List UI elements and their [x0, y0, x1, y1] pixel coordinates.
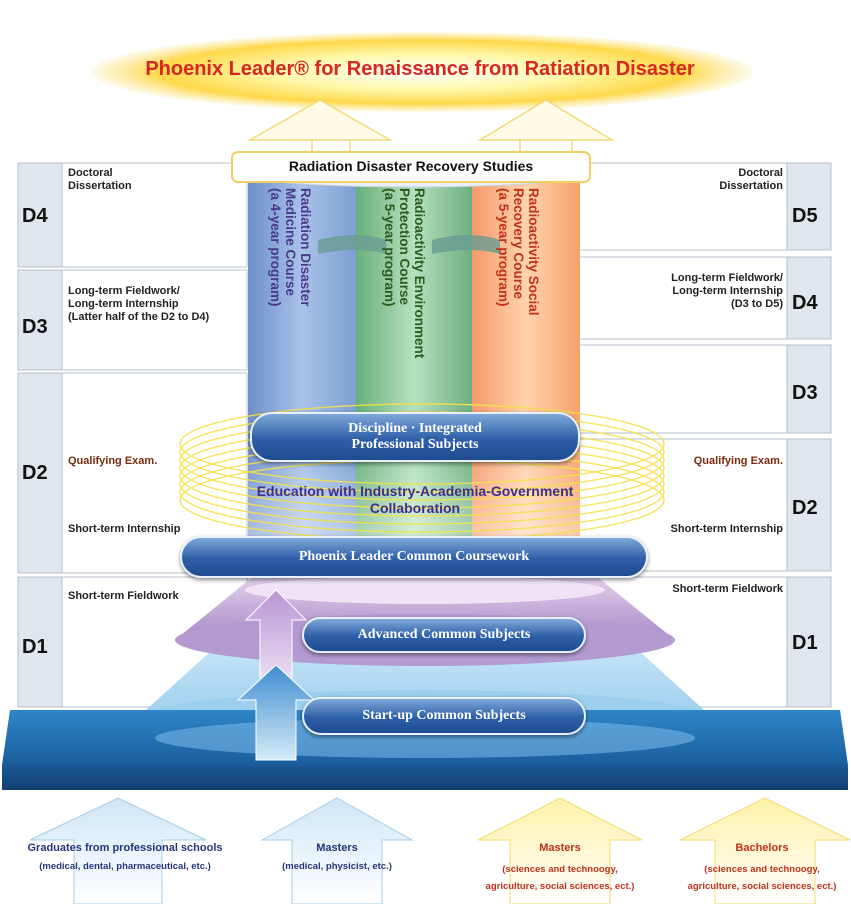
right-fieldwork: Long-term Fieldwork/ Long-term Internshi…: [671, 272, 783, 310]
column-header: Radiation Disaster Recovery Studies: [288, 158, 534, 174]
left-qualifying: Qualifying Exam.: [68, 455, 158, 467]
entrant-arrows: [29, 797, 851, 904]
right-level-d2: D2: [792, 497, 818, 519]
collaboration-label: Education with Industry-Academia-Governm…: [256, 483, 574, 516]
page-title: Phoenix Leader® for Renaissance from Rat…: [145, 58, 695, 80]
left-fieldwork: Long-term Fieldwork/ Long-term Internshi…: [68, 285, 210, 323]
common-coursework-pill: Phoenix Leader Common Coursework: [180, 536, 648, 578]
entrant-title: Masters: [539, 842, 581, 854]
discipline-subjects-pill: Discipline · Integrated Professional Sub…: [250, 412, 580, 462]
right-level-d1: D1: [792, 632, 818, 654]
left-internship: Short-term Internship: [68, 523, 181, 535]
right-short-fieldwork: Short-term Fieldwork: [672, 583, 783, 595]
right-level-d5: D5: [792, 205, 818, 227]
right-doctoral: Doctoral Dissertation: [719, 167, 783, 192]
course-links: [318, 235, 500, 254]
entrant-subtitle: (medical, dental, pharmaceutical, etc.): [39, 861, 211, 872]
right-level-d4: D4: [792, 292, 818, 314]
entrant-masters-medical: Masters (medical, physicist, etc.): [262, 842, 412, 872]
entrant-title: Graduates from professional schools: [27, 842, 223, 854]
left-short-fieldwork: Short-term Fieldwork: [68, 590, 179, 602]
entrant-title: Bachelors: [735, 842, 789, 854]
left-level-d1: D1: [22, 636, 48, 658]
right-qualifying: Qualifying Exam.: [693, 455, 783, 467]
entrant-bachelors: Bachelors (sciences and technoogy, agric…: [672, 842, 851, 895]
left-level-d2: D2: [22, 462, 48, 484]
entrant-subtitle: (sciences and technoogy, agriculture, so…: [485, 864, 635, 892]
right-level-d3: D3: [792, 382, 818, 404]
title-glow: [92, 32, 752, 112]
entrant-professional: Graduates from professional schools (med…: [0, 842, 250, 872]
left-track-grid: [17, 162, 248, 708]
right-internship: Short-term Internship: [670, 523, 783, 535]
startup-subjects-pill: Start-up Common Subjects: [302, 697, 586, 735]
course-columns: [247, 162, 581, 573]
advanced-subjects-pill: Advanced Common Subjects: [302, 617, 586, 653]
left-level-d3: D3: [22, 316, 48, 338]
column-header-box: [231, 151, 591, 183]
left-doctoral: Doctoral Dissertation: [68, 167, 132, 192]
inner-arrows-icon: [236, 589, 316, 761]
entrant-title: Masters: [316, 842, 358, 854]
left-level-d4: D4: [22, 205, 48, 227]
entrant-subtitle: (medical, physicist, etc.): [282, 861, 392, 872]
entrant-subtitle: (sciences and technoogy, agriculture, so…: [687, 864, 837, 892]
entrant-masters-sciences: Masters (sciences and technoogy, agricul…: [460, 842, 660, 895]
